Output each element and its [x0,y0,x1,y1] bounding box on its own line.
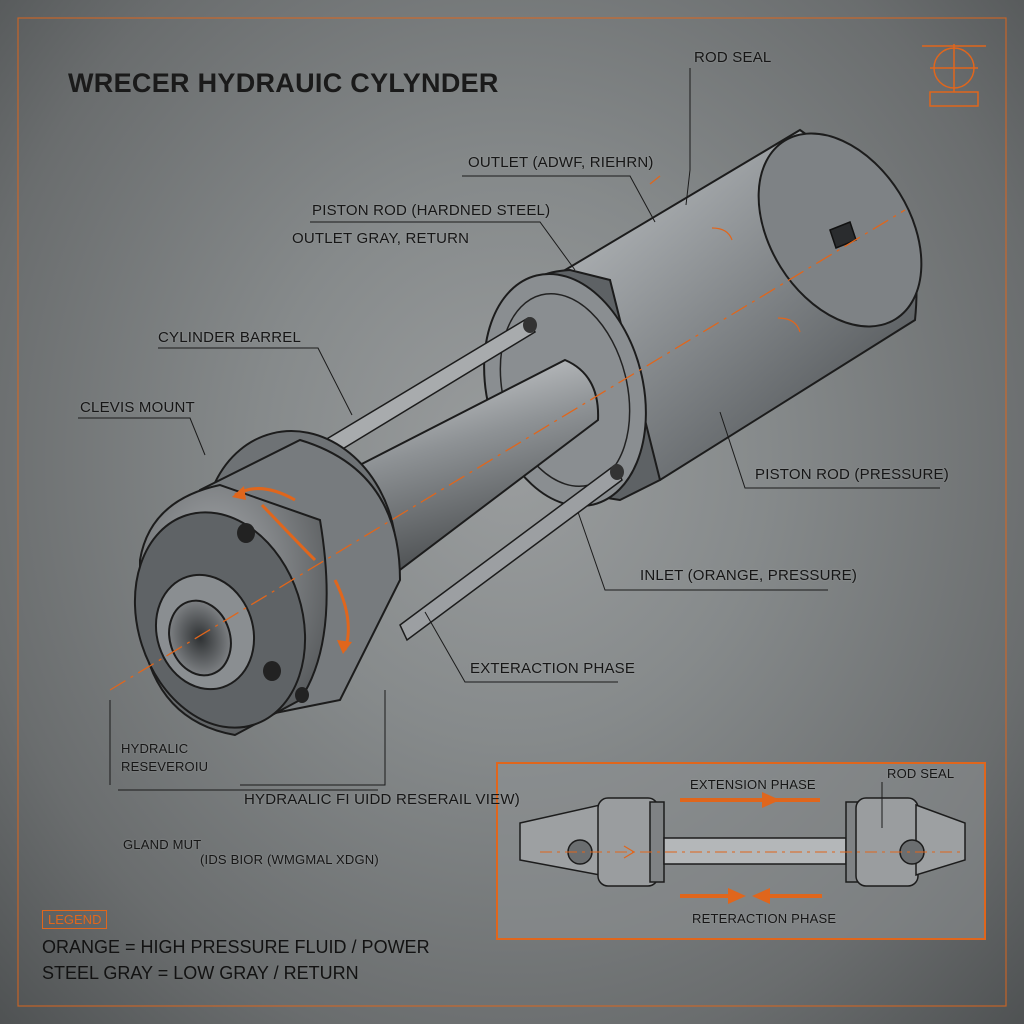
page-title: WRECER HYDRAUIC CYLYNDER [68,68,499,98]
frame-border [17,17,1007,1007]
flow-arrows [232,486,352,654]
arrow-left-icon [752,888,770,904]
arrow-right-icon [762,792,780,808]
label-rod-seal: ROD SEAL [694,49,772,66]
label-reservoir-line2: RESEVEROIU [121,759,209,774]
label-ids-bior: (IDS BIOR (WMGMAL XDGN) [200,852,379,867]
legend-line-orange: ORANGE = HIGH PRESSURE FLUID / POWER [42,937,430,957]
label-fluid-view: HYDRAALIC FI UIDD RESERAIL VIEW) [244,791,520,808]
label-piston-rod-steel: PISTON ROD (HARDNED STEEL) [312,202,551,219]
label-inlet: INLET (ORANGE, PRESSURE) [640,567,858,584]
legend-header: LEGEND [42,910,108,929]
corner-symbol-icon [922,44,986,107]
inset-label-retraction: RETERACTION PHASE [692,911,837,926]
label-exteraction-phase: EXTERACTION PHASE [470,660,636,677]
label-gland-nut: GLAND MUT [123,837,202,852]
center-axis [109,209,906,691]
label-outlet-gray: OUTLET GRAY, RETURN [292,230,470,247]
label-reservoir-line1: HYDRALIC [121,741,189,756]
barrel-marks [649,175,801,333]
inset-label-rod-seal: ROD SEAL [887,766,955,781]
label-clevis-mount: CLEVIS MOUNT [80,399,195,416]
label-outlet: OUTLET (ADWF, RIEHRN) [468,154,654,171]
legend-line-gray: STEEL GRAY = LOW GRAY / RETURN [42,963,359,983]
phase-inset [496,762,986,940]
arrow-right-icon [728,888,746,904]
inset-label-extension: EXTENSION PHASE [690,777,816,792]
label-cylinder-barrel: CYLINDER BARREL [158,329,302,346]
leader-lines [78,68,940,791]
label-piston-rod-pressure: PISTON ROD (PRESSURE) [755,466,949,483]
